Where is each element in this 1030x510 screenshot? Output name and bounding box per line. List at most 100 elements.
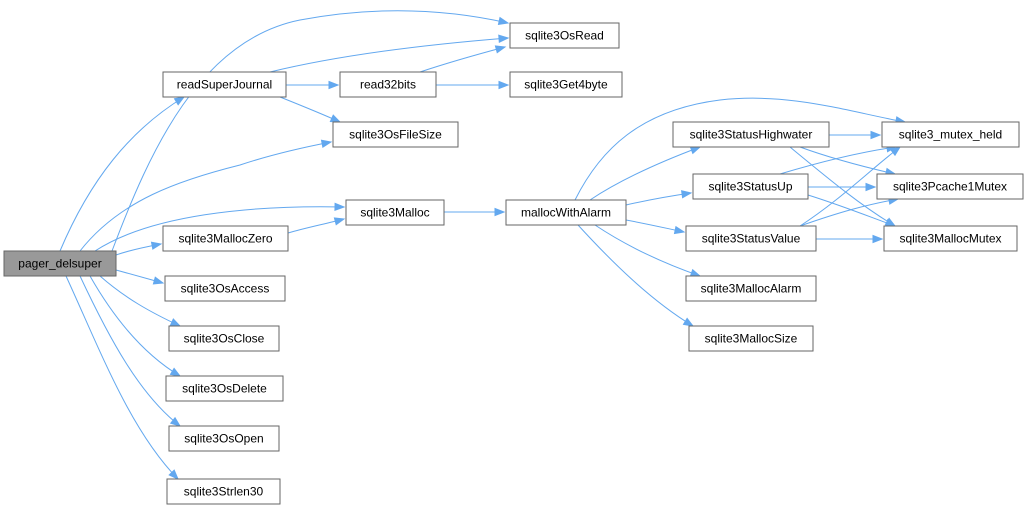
node-box bbox=[166, 478, 281, 505]
edge-sqlite3StatusValue-to-sqlite3_mutex_held bbox=[799, 146, 902, 227]
node-sqlite3OsFileSize[interactable]: sqlite3OsFileSize bbox=[332, 121, 459, 148]
edge-line bbox=[99, 275, 181, 327]
node-box bbox=[688, 325, 814, 352]
edge-arrowhead bbox=[680, 190, 693, 199]
edge-arrowhead bbox=[173, 96, 186, 106]
node-box bbox=[332, 121, 459, 148]
edge-pager_delsuper-to-readSuperJournal bbox=[59, 96, 186, 252]
edge-pager_delsuper-to-sqlite3Malloc bbox=[94, 202, 346, 252]
node-sqlite3Get4byte[interactable]: sqlite3Get4byte bbox=[509, 71, 623, 98]
node-sqlite3OsDelete[interactable]: sqlite3OsDelete bbox=[165, 375, 284, 402]
edge-arrowhead bbox=[497, 16, 510, 26]
edge-line bbox=[89, 275, 181, 377]
node-label: pager_delsuper bbox=[18, 257, 101, 271]
node-label: sqlite3Get4byte bbox=[524, 78, 608, 92]
node-read32bits[interactable]: read32bits bbox=[339, 71, 437, 98]
edge-pager_delsuper-to-sqlite3OsFileSize bbox=[79, 139, 333, 252]
edge-arrowhead bbox=[673, 225, 686, 235]
node-label: mallocWithAlarm bbox=[521, 206, 611, 220]
edge-sqlite3StatusUp-to-sqlite3Pcache1Mutex bbox=[808, 182, 877, 192]
edge-arrowhead bbox=[865, 182, 877, 192]
edge-arrowhead bbox=[872, 234, 884, 244]
node-box bbox=[339, 71, 437, 98]
node-sqlite3MallocAlarm[interactable]: sqlite3MallocAlarm bbox=[685, 275, 817, 302]
edge-line bbox=[65, 275, 179, 480]
node-label: sqlite3MallocAlarm bbox=[701, 282, 802, 296]
node-label: readSuperJournal bbox=[177, 78, 272, 92]
node-box bbox=[505, 199, 627, 226]
edge-line bbox=[807, 194, 896, 227]
node-sqlite3StatusHighwater[interactable]: sqlite3StatusHighwater bbox=[672, 121, 830, 148]
edge-arrowhead bbox=[333, 217, 346, 226]
node-mallocWithAlarm[interactable]: mallocWithAlarm bbox=[505, 199, 627, 226]
node-box bbox=[345, 199, 445, 226]
node-sqlite3Strlen30[interactable]: sqlite3Strlen30 bbox=[166, 478, 281, 505]
edge-arrowhead bbox=[168, 469, 179, 480]
node-sqlite3MallocSize[interactable]: sqlite3MallocSize bbox=[688, 325, 814, 352]
edge-sqlite3StatusValue-to-sqlite3MallocMutex bbox=[816, 234, 884, 244]
node-readSuperJournal[interactable]: readSuperJournal bbox=[162, 71, 287, 98]
node-label: sqlite3StatusHighwater bbox=[690, 128, 813, 142]
node-label: sqlite3OsDelete bbox=[182, 382, 267, 396]
edge-arrowhead bbox=[169, 416, 182, 427]
node-box bbox=[685, 225, 817, 252]
edge-read32bits-to-sqlite3OsRead bbox=[419, 45, 507, 73]
node-sqlite3Pcache1Mutex[interactable]: sqlite3Pcache1Mutex bbox=[876, 173, 1024, 200]
node-label: sqlite3Pcache1Mutex bbox=[893, 180, 1007, 194]
node-label: sqlite3OsAccess bbox=[181, 282, 270, 296]
node-box bbox=[685, 275, 817, 302]
node-box bbox=[509, 22, 620, 49]
edge-arrowhead bbox=[150, 241, 163, 250]
edges-layer bbox=[59, 10, 907, 480]
edge-sqlite3MallocZero-to-sqlite3Malloc bbox=[287, 217, 346, 234]
edge-line bbox=[625, 192, 692, 206]
edge-arrowhead bbox=[498, 34, 510, 43]
node-sqlite3MallocMutex[interactable]: sqlite3MallocMutex bbox=[883, 225, 1018, 252]
node-label: read32bits bbox=[360, 78, 416, 92]
edge-arrowhead bbox=[152, 276, 165, 285]
node-sqlite3OsClose[interactable]: sqlite3OsClose bbox=[168, 325, 280, 352]
edge-arrowhead bbox=[689, 268, 702, 277]
edge-mallocWithAlarm-to-sqlite3MallocAlarm bbox=[594, 224, 702, 277]
node-sqlite3Malloc[interactable]: sqlite3Malloc bbox=[345, 199, 445, 226]
node-box bbox=[162, 71, 287, 98]
node-label: sqlite3OsClose bbox=[184, 332, 265, 346]
node-sqlite3OsAccess[interactable]: sqlite3OsAccess bbox=[164, 275, 286, 302]
edge-line bbox=[59, 96, 185, 252]
edge-arrowhead bbox=[329, 114, 342, 123]
node-label: sqlite3Strlen30 bbox=[184, 485, 264, 499]
node-box bbox=[883, 225, 1018, 252]
edge-line bbox=[94, 206, 345, 252]
edge-readSuperJournal-to-sqlite3OsRead bbox=[269, 34, 510, 73]
edge-line bbox=[279, 96, 341, 123]
node-label: sqlite3StatusValue bbox=[702, 232, 801, 246]
node-box bbox=[3, 250, 117, 277]
node-box bbox=[876, 173, 1024, 200]
node-label: sqlite3MallocZero bbox=[178, 232, 272, 246]
node-label: sqlite3Malloc bbox=[360, 206, 429, 220]
node-box bbox=[162, 225, 289, 252]
node-sqlite3MallocZero[interactable]: sqlite3MallocZero bbox=[162, 225, 289, 252]
edge-sqlite3StatusHighwater-to-sqlite3_mutex_held bbox=[829, 130, 882, 140]
edge-line bbox=[594, 224, 701, 277]
edge-line bbox=[799, 146, 896, 175]
node-sqlite3OsRead[interactable]: sqlite3OsRead bbox=[509, 22, 620, 49]
edge-line bbox=[79, 141, 332, 252]
edge-arrowhead bbox=[689, 146, 702, 155]
node-box bbox=[164, 275, 286, 302]
node-sqlite3StatusUp[interactable]: sqlite3StatusUp bbox=[692, 173, 809, 200]
edge-arrowhead bbox=[328, 80, 340, 90]
edge-read32bits-to-sqlite3Get4byte bbox=[436, 80, 510, 90]
node-sqlite3_mutex_held[interactable]: sqlite3_mutex_held bbox=[881, 121, 1020, 148]
node-sqlite3OsOpen[interactable]: sqlite3OsOpen bbox=[168, 425, 280, 452]
edge-arrowhead bbox=[494, 207, 506, 217]
edge-arrowhead bbox=[498, 80, 510, 90]
edge-sqlite3Malloc-to-mallocWithAlarm bbox=[444, 207, 506, 217]
edge-line bbox=[111, 10, 509, 252]
edge-pager_delsuper-to-sqlite3Strlen30 bbox=[65, 275, 179, 480]
node-sqlite3StatusValue[interactable]: sqlite3StatusValue bbox=[685, 225, 817, 252]
node-box bbox=[168, 325, 280, 352]
node-label: sqlite3StatusUp bbox=[708, 180, 792, 194]
edge-sqlite3StatusHighwater-to-sqlite3Pcache1Mutex bbox=[799, 146, 897, 177]
